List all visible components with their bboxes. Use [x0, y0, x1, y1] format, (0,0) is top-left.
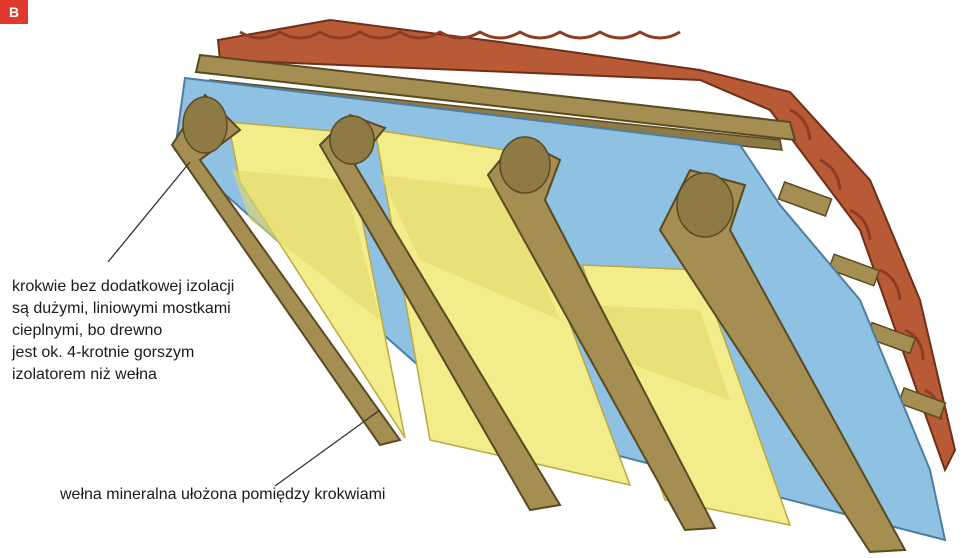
roof-tiles: [216, 18, 957, 473]
mineral-wool-panels: [227, 121, 792, 526]
rafters-callout-line: krokwie bez dodatkowej izolacji: [12, 278, 235, 295]
rafters-callout-line: są dużymi, liniowymi mostkami: [12, 300, 231, 317]
leader-line-rafters: [107, 161, 191, 263]
rafter-4: [658, 168, 907, 554]
leader-line-wool: [274, 409, 381, 487]
wool-callout: wełna mineralna ułożona pomiędzy krokwia…: [60, 486, 386, 503]
rafters: [170, 93, 907, 554]
rafters-callout-line: jest ok. 4-krotnie gorszym: [12, 344, 195, 361]
figure-badge: B: [0, 0, 28, 24]
rafters-callout: krokwie bez dodatkowej izolacji są dużym…: [12, 276, 234, 386]
rafters-callout-line: cieplnymi, bo drewno: [12, 322, 163, 339]
rafters-callout-line: izolatorem niż wełna: [12, 366, 157, 383]
rafter-2: [318, 113, 562, 512]
